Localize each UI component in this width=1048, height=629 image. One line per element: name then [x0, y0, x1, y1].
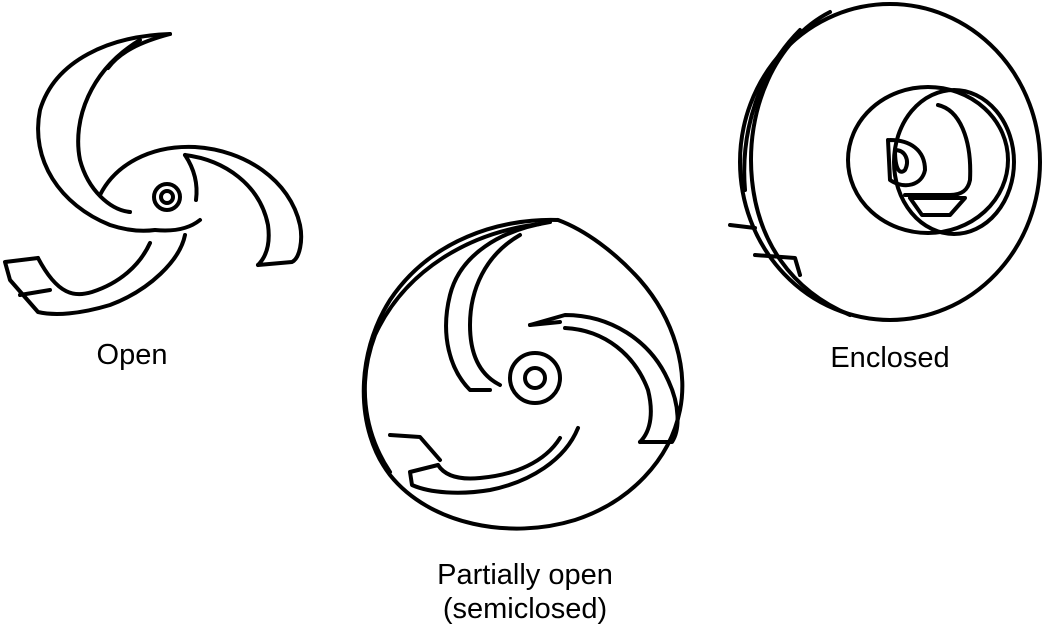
partially-open-impeller-drawing: [361, 217, 685, 531]
open-impeller-drawing: [3, 32, 304, 316]
enclosed-impeller-figure: Enclosed: [700, 0, 1048, 380]
open-impeller-figure: Open: [0, 0, 320, 371]
enclosed-impeller-drawing: [728, 2, 1042, 322]
enclosed-impeller-label: Enclosed: [830, 342, 950, 374]
open-impeller-label: Open: [96, 339, 168, 371]
partially-open-impeller-figure: Partially open (semiclosed): [350, 210, 700, 629]
partially-open-impeller-label-line1: Partially open: [437, 559, 613, 591]
partially-open-impeller-label-line2: (semiclosed): [442, 593, 608, 625]
